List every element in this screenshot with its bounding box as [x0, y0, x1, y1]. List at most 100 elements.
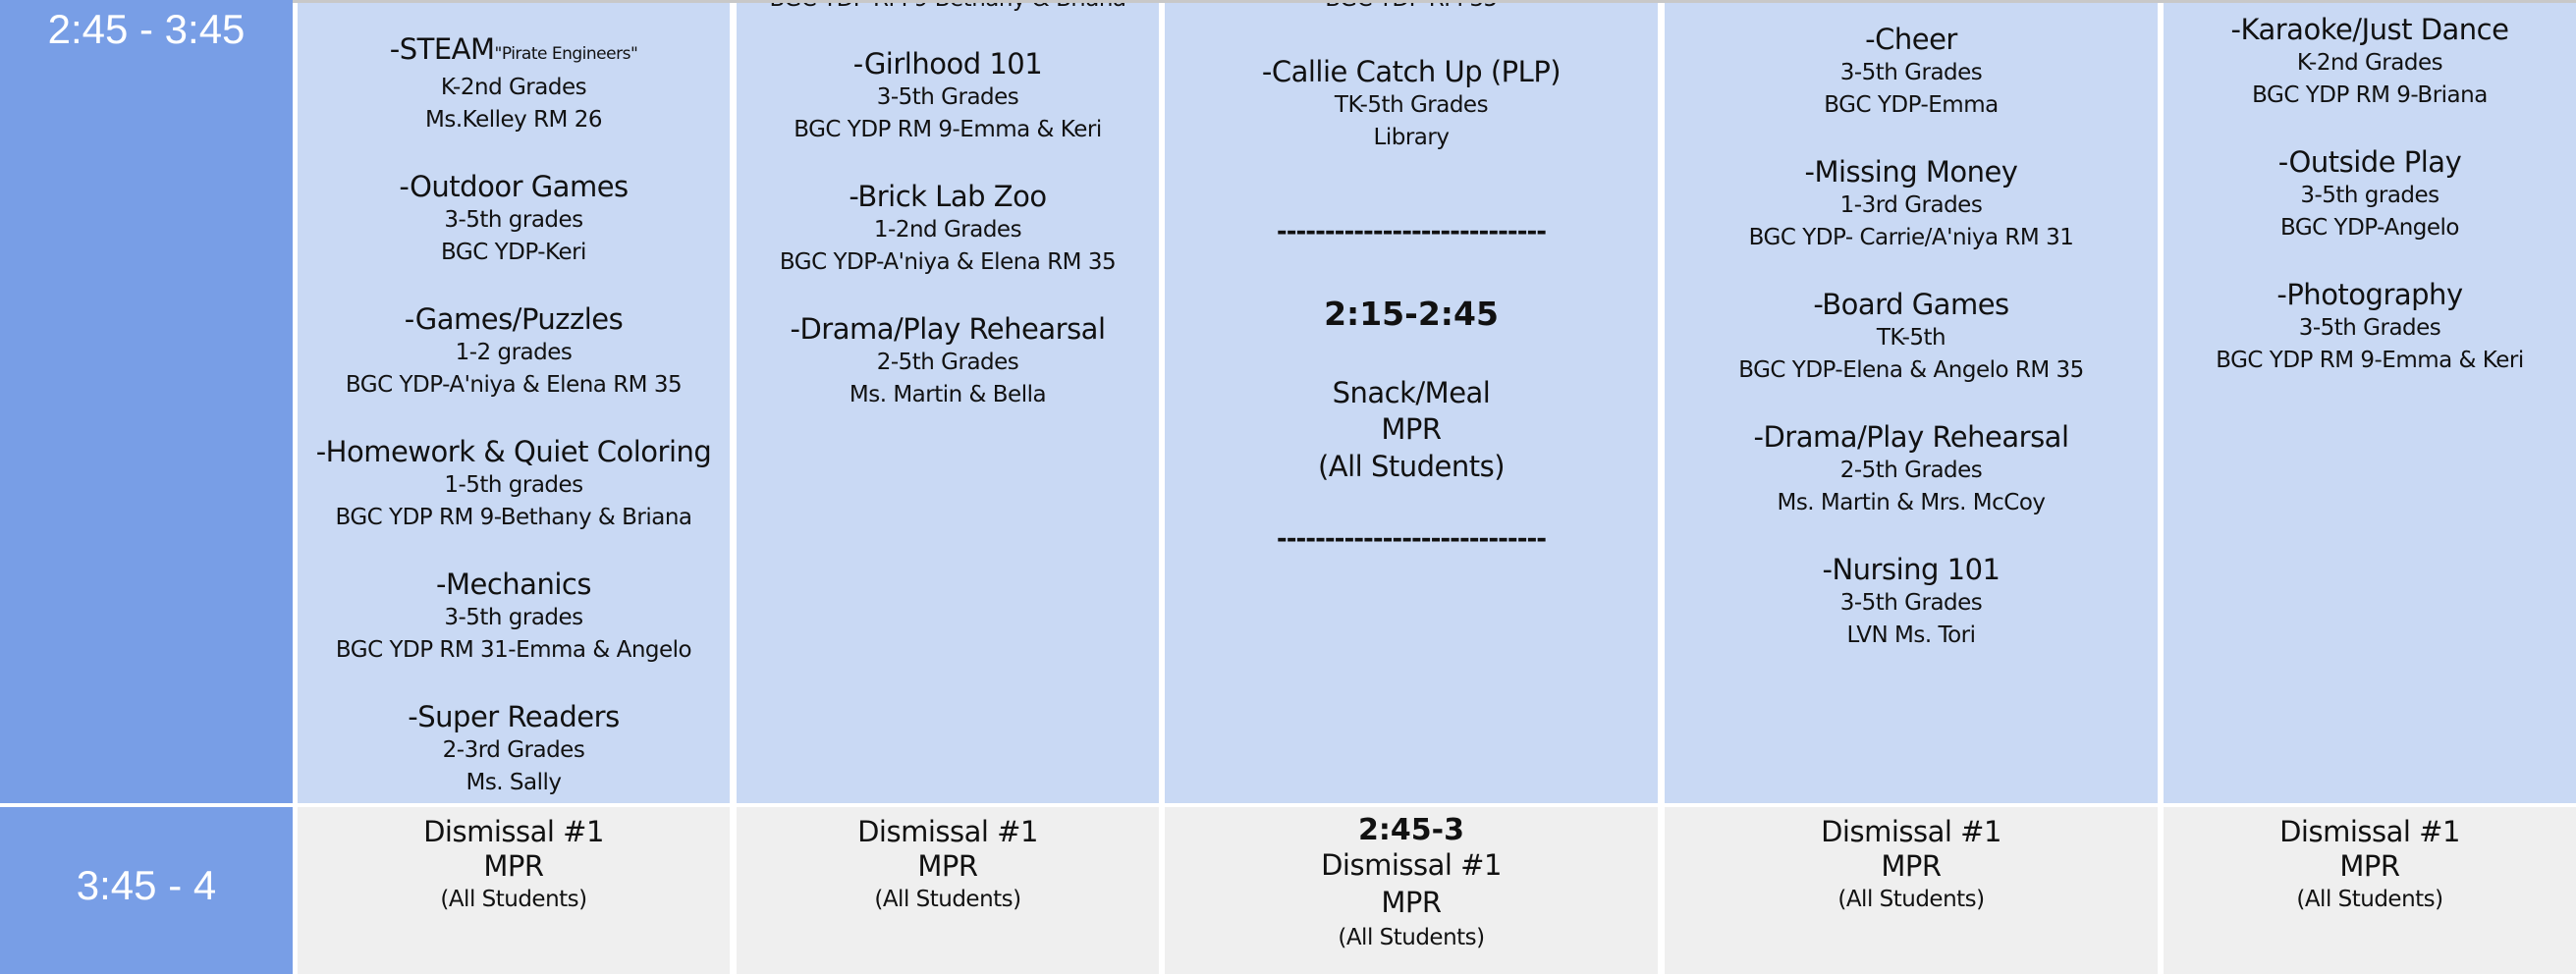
activity-location: BGC YDP-A'niya & Elena RM 35: [779, 249, 1117, 275]
divider: ----------------------------: [1276, 524, 1547, 554]
dismissal-place: MPR: [1881, 849, 1942, 883]
activity-title-text: -Games/Puzzles: [404, 302, 624, 336]
dismissal-title: Dismissal #1: [423, 815, 604, 848]
dismissal-place: MPR: [483, 849, 544, 883]
activity-location: Ms.Kelley RM 26: [425, 107, 602, 133]
activity-title-text: -Missing Money: [1804, 155, 2018, 189]
activity-location: BGC YDP-Keri: [441, 240, 586, 265]
divider: ----------------------------: [1276, 217, 1547, 246]
snack-place: MPR: [1381, 412, 1442, 446]
activity-title: -Cheer: [1865, 23, 1957, 57]
activity-grades: 3-5th Grades: [2298, 315, 2441, 341]
activity-title: -Karaoke/Just Dance: [2231, 13, 2509, 47]
activity-title: -Board Games: [1813, 288, 2009, 322]
time-label: 2:45 - 3:45: [47, 6, 246, 52]
dismissal-title: Dismissal #1: [1321, 848, 1502, 882]
activity-title: -Homework & Quiet Coloring: [316, 435, 712, 469]
dismissal-cell-day-3: 2:45-3 Dismissal #1 MPR (All Students): [1165, 807, 1658, 974]
activity-title: -Outdoor Games: [399, 170, 629, 204]
activity-grades: 3-5th grades: [2300, 183, 2439, 208]
activity-grades: K-2nd Grades: [440, 75, 587, 100]
dismissal-place: MPR: [1381, 886, 1442, 919]
activity-title-text: -Karaoke/Just Dance: [2230, 13, 2509, 46]
activity-grades: 2-5th Grades: [876, 350, 1019, 375]
activity-title: -Outside Play: [2277, 145, 2462, 180]
activity-title: -STEAM"Pirate Engineers": [390, 32, 638, 72]
activity-grades: 2-3rd Grades: [442, 737, 585, 763]
dismissal-time: 2:45-3: [1358, 813, 1464, 847]
activity-location: Library: [1373, 125, 1450, 150]
activity-grades: 1-5th grades: [444, 472, 583, 498]
activity-location: BGC YDP RM 9-Bethany & Briana: [335, 505, 692, 530]
activity-grades: K-2nd Grades: [2296, 50, 2443, 76]
dismissal-title: Dismissal #1: [857, 815, 1038, 848]
dismissal-title: Dismissal #1: [2279, 815, 2460, 848]
activity-title-note: "Pirate Engineers": [494, 44, 638, 64]
activity-title-text: -Outdoor Games: [399, 170, 629, 203]
activity-title-text: -Nursing 101: [1822, 553, 2001, 586]
activity-title-text: -Homework & Quiet Coloring: [315, 435, 712, 468]
activity-title: -Mechanics: [436, 568, 591, 602]
activity-title: -Drama/Play Rehearsal: [790, 312, 1106, 347]
activity-cell-day-2: BGC YDP RM 9-Bethany & Briana -Girlhood 1…: [737, 3, 1159, 803]
activity-title-text: -Cheer: [1865, 23, 1957, 56]
activity-title: -Games/Puzzles: [405, 302, 624, 337]
activity-location: BGC YDP RM 9-Emma & Keri: [2216, 348, 2524, 373]
dismissal-who: (All Students): [874, 887, 1021, 912]
clipped-text: BGC YDP RM 9-Bethany & Briana: [769, 3, 1126, 16]
snack-who: (All Students): [1317, 450, 1506, 483]
activity-title-text: -Drama/Play Rehearsal: [1753, 420, 2069, 454]
activity-location: BGC YDP-Angelo: [2279, 215, 2460, 241]
activity-title-text: -Photography: [2276, 278, 2463, 311]
activity-location: BGC YDP RM 31-Emma & Angelo: [335, 637, 692, 663]
activity-title: -Nursing 101: [1823, 553, 2001, 587]
activity-grades: TK-5th Grades: [1334, 92, 1489, 118]
activity-title-text: -Outside Play: [2277, 145, 2462, 179]
activity-grades: 2-5th Grades: [1839, 458, 1983, 483]
time-cell-dismissal: 3:45 - 4: [0, 807, 293, 974]
activity-title: -Callie Catch Up (PLP): [1261, 55, 1562, 88]
dismissal-who: (All Students): [2296, 887, 2443, 912]
activity-grades: 3-5th Grades: [1839, 590, 1983, 616]
activity-title-text: -Super Readers: [408, 700, 620, 733]
dismissal-place: MPR: [2339, 849, 2400, 883]
activity-location: Ms. Martin & Bella: [849, 382, 1047, 407]
activity-title-text: -Drama/Play Rehearsal: [790, 312, 1106, 346]
activity-grades: 3-5th grades: [444, 605, 583, 630]
activity-title: -Brick Lab Zoo: [849, 180, 1047, 214]
activity-location: BGC YDP-Elena & Angelo RM 35: [1738, 357, 2084, 383]
time-cell-activities: 2:45 - 3:45: [0, 0, 293, 803]
activity-grades: TK-5th: [1876, 325, 1946, 351]
activity-location: LVN Ms. Tori: [1846, 622, 1976, 648]
activity-title-text: -Girlhood 101: [852, 47, 1043, 81]
activity-title: -Girlhood 101: [852, 47, 1043, 81]
snack-title: Snack/Meal: [1332, 376, 1491, 409]
activity-grades: 3-5th Grades: [1839, 60, 1983, 85]
activity-title: -Super Readers: [408, 700, 620, 734]
activity-grades: 1-3rd Grades: [1839, 192, 1983, 218]
activity-title: -Drama/Play Rehearsal: [1753, 420, 2069, 455]
activity-title: -Missing Money: [1805, 155, 2018, 189]
activity-grades: 1-2nd Grades: [873, 217, 1022, 243]
activity-title: -Photography: [2276, 278, 2463, 312]
activity-location: BGC YDP-Emma: [1824, 92, 1999, 118]
